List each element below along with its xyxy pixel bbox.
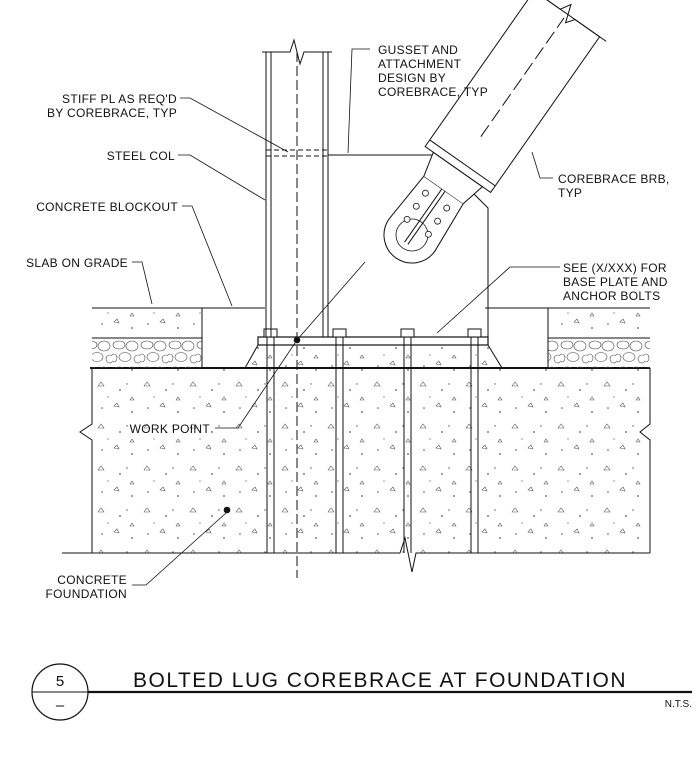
label-work-point: WORK POINT xyxy=(130,422,211,436)
foundation-marker-dot xyxy=(223,506,231,514)
label-concrete-blockout: CONCRETE BLOCKOUT xyxy=(36,200,178,214)
svg-text:DESIGN BY: DESIGN BY xyxy=(378,71,446,85)
svg-text:FOUNDATION: FOUNDATION xyxy=(46,587,127,601)
label-steel-col: STEEL COL xyxy=(107,149,175,163)
svg-text:STIFF PL AS REQ'D: STIFF PL AS REQ'D xyxy=(62,92,177,106)
base-plate xyxy=(257,336,489,346)
anchor-bolt xyxy=(332,328,347,553)
svg-text:TYP: TYP xyxy=(558,186,582,200)
leader-lines xyxy=(132,48,560,586)
svg-text:ANCHOR BOLTS: ANCHOR BOLTS xyxy=(563,289,660,303)
anchor-bolt xyxy=(467,328,482,553)
slab-on-grade-left xyxy=(92,307,203,368)
corebrace-brb xyxy=(383,0,607,264)
steel-column xyxy=(262,38,332,578)
label-stiff-pl: STIFF PL AS REQ'D BY COREBRACE, TYP xyxy=(47,92,177,120)
svg-text:GUSSET AND: GUSSET AND xyxy=(378,43,458,57)
label-concrete-foundation: CONCRETE FOUNDATION xyxy=(46,573,127,601)
label-slab-on-grade: SLAB ON GRADE xyxy=(26,256,128,270)
svg-text:BY COREBRACE, TYP: BY COREBRACE, TYP xyxy=(47,106,177,120)
label-corebrace-brb: COREBRACE BRB, TYP xyxy=(558,172,670,200)
detail-title: BOLTED LUG COREBRACE AT FOUNDATION xyxy=(133,669,627,692)
label-see-ref: SEE (X/XXX) FOR BASE PLATE AND ANCHOR BO… xyxy=(563,261,668,303)
anchor-bolt xyxy=(400,328,415,553)
sheet-reference: – xyxy=(56,697,65,714)
concrete-foundation xyxy=(62,367,651,573)
svg-text:BASE PLATE AND: BASE PLATE AND xyxy=(563,275,668,289)
svg-text:COREBRACE, TYP: COREBRACE, TYP xyxy=(378,85,488,99)
title-block: 5 – BOLTED LUG COREBRACE AT FOUNDATION N… xyxy=(31,663,692,721)
slab-on-grade-right xyxy=(547,307,650,368)
label-gusset: GUSSET AND ATTACHMENT DESIGN BY COREBRAC… xyxy=(378,43,488,99)
scale-note: N.T.S. xyxy=(665,699,692,710)
svg-text:SEE (X/XXX) FOR: SEE (X/XXX) FOR xyxy=(563,261,667,275)
work-point xyxy=(293,261,366,344)
svg-text:CONCRETE: CONCRETE xyxy=(57,573,127,587)
detail-number: 5 xyxy=(56,673,64,690)
svg-text:ATTACHMENT: ATTACHMENT xyxy=(378,57,462,71)
svg-text:COREBRACE BRB,: COREBRACE BRB, xyxy=(558,172,670,186)
